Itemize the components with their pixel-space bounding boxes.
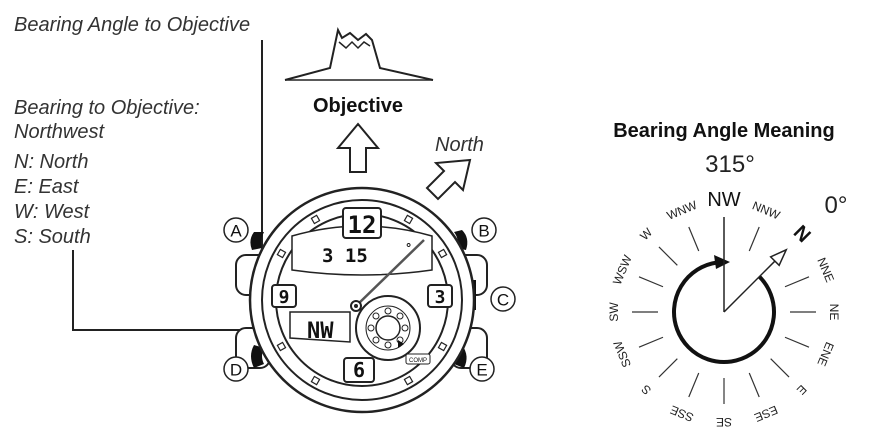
bezel-tick [276,248,287,259]
button-a[interactable]: A [223,217,249,243]
rose-label: S [638,382,654,398]
svg-text:D: D [230,361,242,380]
rose-label: WNW [665,198,700,223]
rose-label: SE [716,415,732,429]
rose-spoke [638,336,664,348]
rose-label-n: N [789,221,815,247]
numeral-9: 9 [279,287,290,308]
north-reference-line [723,259,777,313]
numeral-3: 3 [435,287,446,308]
bearing-meaning-title: Bearing Angle Meaning [613,120,835,142]
svg-text:B: B [478,222,489,241]
bezel-tick [403,375,414,386]
rose-spoke [658,358,678,378]
subdial-dot [396,312,404,320]
numeral-12: 12 [348,211,377,239]
comp-label: COMP [409,358,427,364]
subdial-dot [401,324,409,332]
objective-label: Objective [313,95,403,117]
subdial-dot [367,324,375,332]
mountain-icon [284,26,434,81]
lcd-direction-readout: NW [307,319,334,344]
bearing-direction-label: Northwest [14,121,105,143]
rose-label: NE [827,304,841,321]
rose-spoke [748,372,760,398]
bezel-tick [437,341,448,352]
rose-label: E [794,382,810,398]
north-arrowhead-icon [769,248,788,267]
rose-label-nw: NW [707,189,740,211]
bearing-direction-leader [72,250,305,331]
rose-label: SW [607,302,621,322]
arc-arrowhead-icon [714,255,730,269]
button-b[interactable]: B [471,217,497,243]
legend-west: W: West [14,201,91,223]
subdial-ticks [367,307,409,349]
rose-spoke [784,336,810,348]
bearing-to-objective-label: Bearing to Objective: [14,97,200,119]
legend-east: E: East [14,176,80,198]
lcd-degree-symbol: ° [405,241,412,255]
bezel-tick [437,248,448,259]
subdial-dot [372,312,380,320]
rose-spoke [638,276,664,288]
bezel-tick [276,341,287,352]
numeral-6: 6 [353,358,365,382]
bezel-tick [403,214,414,225]
bezel-ticks [276,214,448,386]
rose-label: ESE [752,403,780,425]
subdial-dot [384,307,392,315]
rose-spokes [632,226,816,404]
rose-spoke [688,372,700,398]
rose-label: ENE [814,340,836,368]
rose-label: W [637,225,655,243]
lcd-bearing-readout: 3 15 [322,245,368,267]
button-d[interactable]: D [223,356,249,382]
rose-spoke [688,226,700,252]
north-arrow-icon [425,158,472,201]
rose-spoke [748,226,760,252]
legend-north: N: North [14,151,88,173]
svg-text:E: E [476,361,487,380]
watch: 12 9 3 6 3 15 ° NW COMP [235,186,488,414]
rose-spoke [784,276,810,288]
rose-spoke [770,358,790,378]
legend-south: S: South [14,226,91,248]
rose-label: SSE [668,403,696,425]
compass-hand [355,239,425,307]
bearing-angle-label: Bearing Angle to Objective [14,14,250,36]
svg-text:A: A [230,222,242,241]
button-c[interactable]: C [490,286,516,312]
zero-degree-label: 0° [825,192,848,219]
bearing-angle-value: 315° [705,151,755,178]
bearing-arc [672,260,776,364]
bezel-tick [310,214,321,225]
bezel-tick [310,375,321,386]
subdial-dot [372,336,380,344]
rose-spoke [658,246,678,266]
rose-label: SSW [610,338,634,369]
rose-label: WSW [610,252,635,286]
button-e[interactable]: E [469,356,495,382]
rose-label: NNW [750,198,782,222]
objective-arrow-icon [335,122,381,173]
svg-text:C: C [497,291,509,310]
subdial-dot [384,341,392,349]
rose-label: NNE [814,256,837,285]
north-label: North [435,134,484,156]
